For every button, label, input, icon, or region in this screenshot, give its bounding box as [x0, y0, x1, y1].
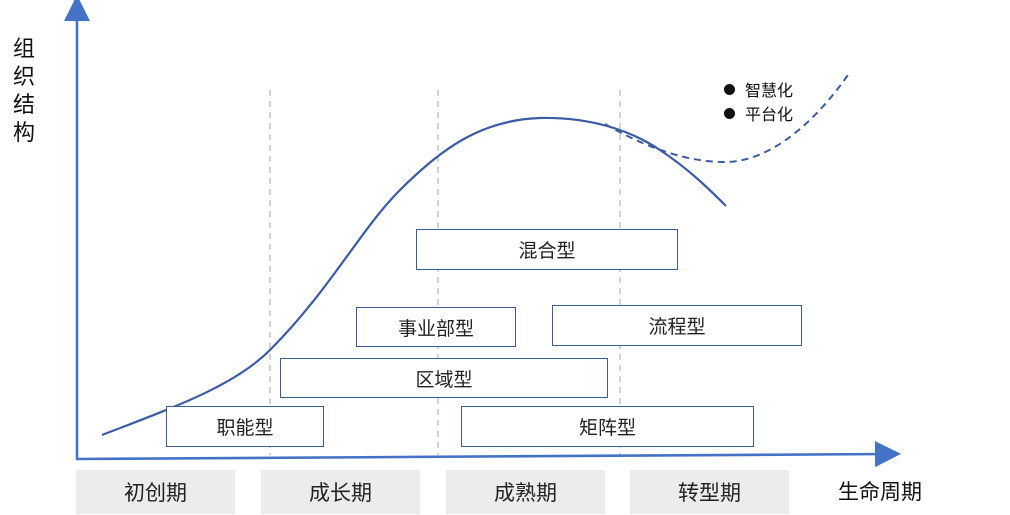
- future-trends-list: 智慧化 平台化: [724, 77, 793, 125]
- x-axis: [75, 441, 901, 468]
- y-axis-label-char: 组: [12, 37, 35, 62]
- regional-structure-box: 区域型: [280, 358, 608, 398]
- bullet-icon: [724, 83, 735, 95]
- bullet-icon: [724, 107, 735, 119]
- y-axis-label-char: 构: [12, 121, 35, 146]
- x-axis-label: 生命周期: [838, 480, 922, 504]
- trend-label: 智慧化: [745, 81, 794, 100]
- list-item: 智慧化: [724, 77, 793, 101]
- trend-label: 平台化: [745, 105, 794, 124]
- stage-maturity: 成熟期: [446, 470, 605, 514]
- y-axis-label: 组 织 结 构: [8, 36, 40, 148]
- matrix-structure-box: 矩阵型: [461, 406, 754, 447]
- stage-growth: 成长期: [261, 470, 420, 514]
- hybrid-structure-box: 混合型: [416, 229, 678, 270]
- stage-startup: 初创期: [76, 470, 235, 514]
- divisional-structure-box: 事业部型: [356, 307, 516, 347]
- stage-transformation: 转型期: [630, 470, 789, 514]
- projection-curve: [604, 71, 851, 164]
- process-structure-box: 流程型: [552, 305, 802, 346]
- y-axis-label-char: 织: [12, 65, 35, 90]
- functional-structure-box: 职能型: [166, 406, 324, 447]
- list-item: 平台化: [724, 101, 793, 125]
- y-axis-label-char: 结: [12, 93, 35, 118]
